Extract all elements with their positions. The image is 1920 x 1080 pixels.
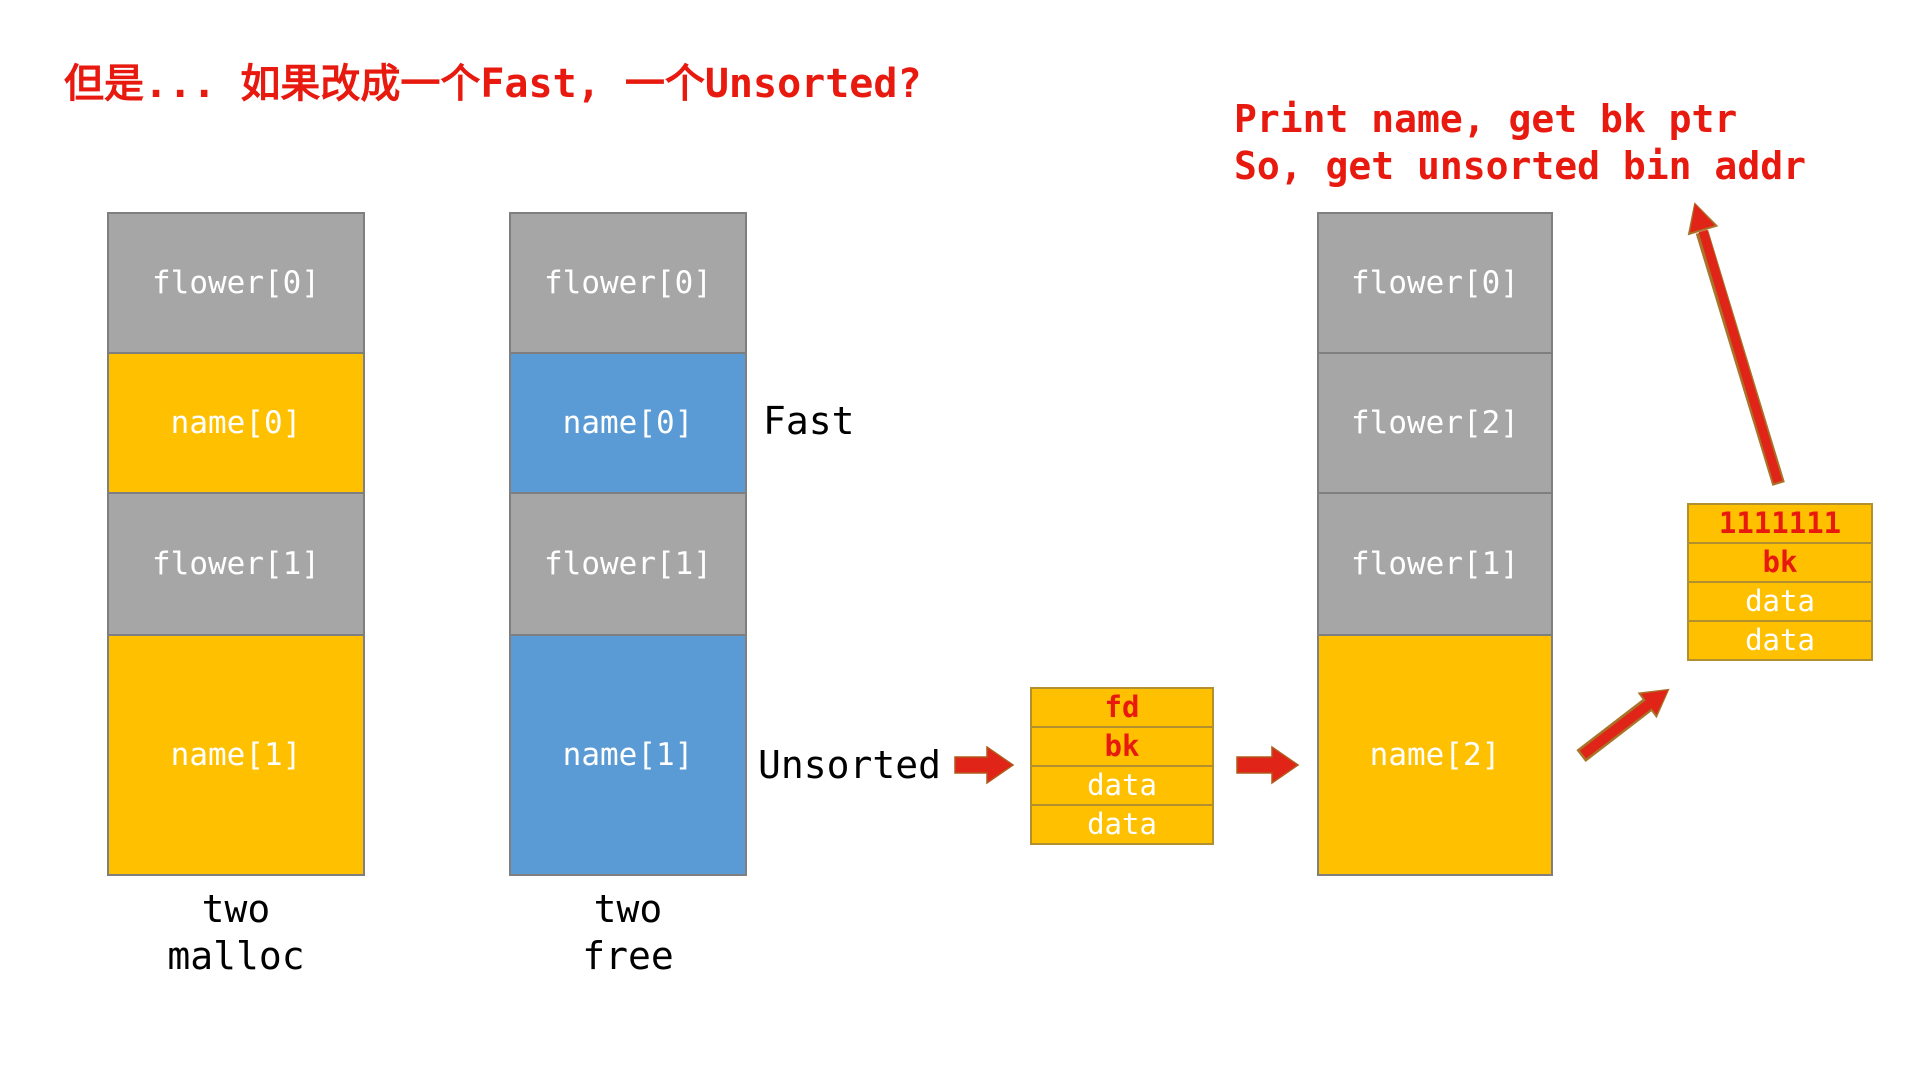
bin-label-fast: Fast bbox=[763, 399, 855, 443]
heap-block-col1-flower1: flower[1] bbox=[107, 492, 365, 636]
annotation-note: Print name, get bk ptr So, get unsorted … bbox=[1234, 96, 1806, 190]
heap-block-col2-name0: name[0] bbox=[509, 352, 747, 494]
block-label: name[1] bbox=[562, 737, 694, 773]
heap-block-col3-flower0: flower[0] bbox=[1317, 212, 1553, 354]
chunk-row-data: data bbox=[1032, 765, 1212, 804]
block-label: flower[1] bbox=[1351, 546, 1519, 582]
block-label: name[2] bbox=[1369, 737, 1501, 773]
unsorted-bin-chunk-table: fd bk data data bbox=[1030, 687, 1214, 845]
heap-block-col2-name1: name[1] bbox=[509, 634, 747, 876]
heap-block-col1-flower0: flower[0] bbox=[107, 212, 365, 354]
block-label: flower[2] bbox=[1351, 405, 1519, 441]
arrow-name2-to-leaked-chunk bbox=[1576, 688, 1670, 762]
block-label: name[0] bbox=[562, 405, 694, 441]
chunk-row-bk: bk bbox=[1032, 726, 1212, 765]
arrow-chunk-to-name2 bbox=[1236, 745, 1300, 785]
column-caption-two-free: two free bbox=[509, 886, 747, 980]
arrow-bk-to-annotation bbox=[1687, 202, 1785, 486]
block-label: flower[0] bbox=[152, 265, 320, 301]
slide-title: 但是... 如果改成一个Fast, 一个Unsorted? bbox=[64, 61, 922, 107]
heap-block-col1-name1: name[1] bbox=[107, 634, 365, 876]
block-label: flower[0] bbox=[1351, 265, 1519, 301]
leaked-chunk-table: 1111111 bk data data bbox=[1687, 503, 1873, 661]
caption-line: two bbox=[593, 887, 663, 931]
heap-block-col3-name2: name[2] bbox=[1317, 634, 1553, 876]
heap-block-col3-flower1: flower[1] bbox=[1317, 492, 1553, 636]
chunk-row-fd: fd bbox=[1104, 690, 1140, 724]
caption-line: two bbox=[201, 887, 271, 931]
block-label: flower[0] bbox=[544, 265, 712, 301]
heap-block-col3-flower2: flower[2] bbox=[1317, 352, 1553, 494]
heap-block-col2-flower1: flower[1] bbox=[509, 492, 747, 636]
caption-line: free bbox=[582, 934, 674, 978]
chunk-row-bk: bk bbox=[1689, 542, 1871, 581]
block-label: name[1] bbox=[170, 737, 302, 773]
block-label: flower[1] bbox=[544, 546, 712, 582]
heap-block-col1-name0: name[0] bbox=[107, 352, 365, 494]
block-label: name[0] bbox=[170, 405, 302, 441]
bin-label-unsorted: Unsorted bbox=[758, 743, 942, 787]
heap-block-col2-flower0: flower[0] bbox=[509, 212, 747, 354]
chunk-row-data: data bbox=[1689, 620, 1871, 659]
annotation-line-2: So, get unsorted bin addr bbox=[1234, 144, 1806, 188]
caption-line: malloc bbox=[167, 934, 305, 978]
block-label: flower[1] bbox=[152, 546, 320, 582]
chunk-row-1111111: 1111111 bbox=[1718, 506, 1842, 540]
chunk-row-data: data bbox=[1689, 581, 1871, 620]
column-caption-two-malloc: two malloc bbox=[107, 886, 365, 980]
annotation-line-1: Print name, get bk ptr bbox=[1234, 97, 1738, 141]
arrow-unsorted-to-chunk bbox=[954, 745, 1015, 785]
chunk-row-data: data bbox=[1032, 804, 1212, 843]
